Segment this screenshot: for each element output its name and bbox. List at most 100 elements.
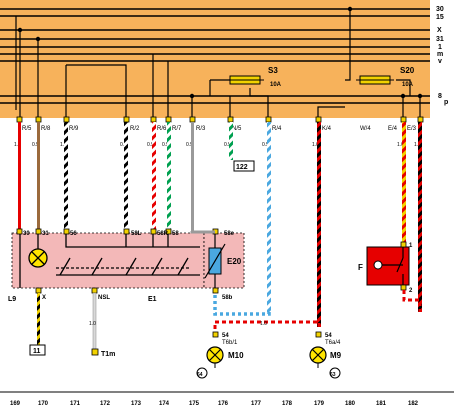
axis-label: 179 xyxy=(314,401,325,407)
fuse-panel xyxy=(0,0,430,118)
switch-bottom-label: X xyxy=(42,295,46,301)
axis-label: 173 xyxy=(131,401,142,407)
dimmer-label: E20 xyxy=(227,257,242,266)
wire-green-white xyxy=(167,122,171,232)
wire-red-black xyxy=(317,122,321,327)
terminal-label: R/4 xyxy=(272,126,282,132)
wire-size: 1.5 xyxy=(14,142,21,148)
wire-size: 0.5 xyxy=(32,142,39,148)
bus-label: m xyxy=(437,51,443,58)
switch-contacts xyxy=(19,234,200,288)
wire-grey xyxy=(191,122,194,232)
wire-size: 0.5 xyxy=(262,142,269,148)
terminal-label: R/5 xyxy=(22,126,32,132)
terminal-label: R/6 xyxy=(157,126,167,132)
wire-size: 0.5 xyxy=(224,142,231,148)
switch-bottom-label: E1 xyxy=(148,296,157,303)
bus-label: X xyxy=(437,27,442,34)
lamp-m10-conn: T6b/1 xyxy=(222,340,238,346)
lamp-m10-ground: 64 xyxy=(197,372,203,378)
switch-top-pins xyxy=(16,228,219,235)
switch-bottom-label: NSL xyxy=(98,295,110,301)
wire-mid-size: 1.0 xyxy=(260,321,267,327)
switch-bottom-pins xyxy=(35,287,219,294)
axis-label: 171 xyxy=(70,401,81,407)
bus-label: 15 xyxy=(436,14,444,21)
axis-label: 174 xyxy=(159,401,170,407)
wire-relay-return xyxy=(402,290,422,312)
terminal-label: W/4 xyxy=(360,126,371,132)
wire-black-white xyxy=(64,122,68,232)
axis-label: 175 xyxy=(189,401,200,407)
axis-label: 181 xyxy=(376,401,387,407)
lamp-m10-pin: 54 xyxy=(222,333,229,339)
wire-size: 1.0 xyxy=(414,142,421,148)
bus-label: v xyxy=(438,58,442,65)
wire-red-yellow xyxy=(402,122,406,244)
fuse-s3: S3 10A xyxy=(226,66,282,88)
relay-pin-1: 1 xyxy=(409,243,413,249)
fuse-s3-rating: 10A xyxy=(270,82,282,88)
lamp-m9-conn: T6a/4 xyxy=(325,340,341,346)
t1m-label: T1m xyxy=(101,351,115,358)
bus-label: 30 xyxy=(436,6,444,13)
wire-size: 1.5 xyxy=(60,142,67,148)
terminal-label: R/7 xyxy=(172,126,182,132)
terminal-label: R/3 xyxy=(196,126,206,132)
t1m-connector: T1m 1.0 xyxy=(89,321,115,358)
switch-bottom-label: L9 xyxy=(8,296,16,303)
lamp-m9-name: M9 xyxy=(330,351,342,360)
wire-blue-white xyxy=(267,122,271,312)
switch-top-pin-labels: 30 31 56 58L 58R 58 58e xyxy=(23,231,235,237)
wire-size: 0.5 xyxy=(162,142,169,148)
terminal-label: R/9 xyxy=(69,126,79,132)
colored-wires xyxy=(18,122,422,327)
switch-pin-label: 31 xyxy=(42,231,49,237)
fuse-s20: S20 10A xyxy=(356,66,415,88)
wire-black-white-2 xyxy=(124,122,128,232)
switch-bottom-labels: L9 X NSL E1 58b xyxy=(8,295,233,303)
switch-bottom-label: 58b xyxy=(222,295,233,301)
fuse-s20-rating: 10A xyxy=(402,82,414,88)
axis-label: 182 xyxy=(408,401,419,407)
wire-brown xyxy=(37,122,40,232)
relay-body xyxy=(366,246,410,286)
axis-labels: 169 170 171 172 173 174 175 176 177 178 … xyxy=(10,401,419,407)
axis-label: 169 xyxy=(10,401,21,407)
relay-f: 1 2 F xyxy=(358,241,413,294)
fuse-s20-id: S20 xyxy=(400,66,415,75)
terminal-label: E/3 xyxy=(407,126,417,132)
wire-red xyxy=(18,122,21,232)
axis-label: 172 xyxy=(100,401,111,407)
switch-pin-label: 30 xyxy=(23,231,30,237)
axis-label: 176 xyxy=(218,401,229,407)
connector-122: 122 xyxy=(233,160,255,172)
wire-grey-bend xyxy=(190,230,215,234)
wire-yellow-black xyxy=(37,293,40,345)
bus-label: p xyxy=(444,99,448,106)
axis-label: 177 xyxy=(251,401,262,407)
lamp-m9: 54 T6a/4 M9 63 xyxy=(309,331,342,379)
junction-dots xyxy=(17,6,423,99)
dimmer-e20: E20 xyxy=(204,234,242,288)
bus-label-group: 30 15 X 31 1 m v 8 p xyxy=(436,6,448,106)
lamp-m10-name: M10 xyxy=(228,351,244,360)
wire-size: 0.5 xyxy=(147,142,154,148)
terminal-label: K/4 xyxy=(322,126,332,132)
switch-pin-label: 56 xyxy=(70,231,77,237)
terminal-label: R/2 xyxy=(130,126,140,132)
connector-122-label: 122 xyxy=(236,164,248,171)
wire-red-black-lamps xyxy=(213,320,321,332)
lower-wires xyxy=(37,292,321,350)
bus-lines xyxy=(0,8,430,104)
wire-red-black-2 xyxy=(418,122,422,312)
switch-pin-label: 58 xyxy=(172,231,179,237)
wire-size: 1.0 xyxy=(312,142,319,148)
panel-internal-wiring xyxy=(15,9,421,118)
switch-pin-label: 58R xyxy=(157,231,169,237)
axis-label: 170 xyxy=(38,401,49,407)
wire-red-white xyxy=(152,122,156,232)
t1m-size: 1.0 xyxy=(89,321,96,327)
axis-label: 178 xyxy=(282,401,293,407)
